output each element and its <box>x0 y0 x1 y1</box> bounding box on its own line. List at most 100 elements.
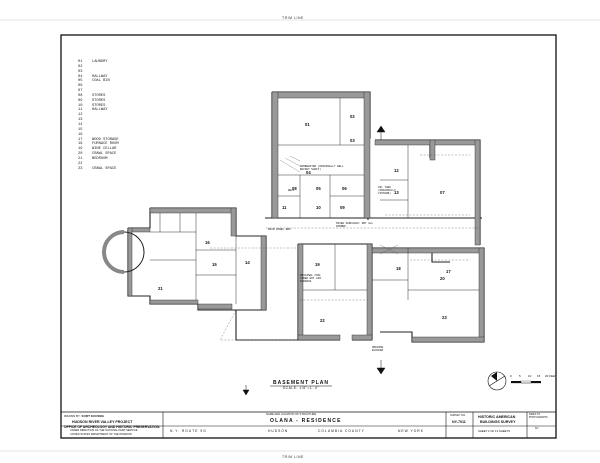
legend-row: 16 <box>78 133 119 138</box>
legend-number: 21 <box>78 156 83 161</box>
legend-number: 20 <box>78 152 83 157</box>
legend-label: WINE CELLAR <box>92 147 117 152</box>
room-number-13: 13 <box>394 190 399 195</box>
room-number-09: 09 <box>340 205 345 210</box>
annotation-oil-tank: OIL TANK (ORIGINALLY CISTERN) <box>378 186 396 195</box>
legend-number: 13 <box>78 118 83 123</box>
legend-number: 18 <box>78 142 83 147</box>
legend-label: STORES <box>92 98 106 103</box>
room-number-08: 08 <box>292 186 297 191</box>
room-number-20: 20 <box>440 276 445 281</box>
survey-no-label: SURVEY NO. <box>450 414 466 417</box>
legend-number: 04 <box>78 74 83 79</box>
room-number-06: 06 <box>342 186 347 191</box>
room-number-23: 23 <box>442 315 447 320</box>
room-number-04: 04 <box>306 170 311 175</box>
legend-row: 12 <box>78 113 119 118</box>
legend-row: 05 COAL BIN <box>78 79 119 84</box>
bar-scale <box>511 380 541 384</box>
location-road: N.Y. ROUTE 9G <box>170 429 207 433</box>
room-number-10: 10 <box>316 205 321 210</box>
project-line-1: HUDSON RIVER VALLEY PROJECT <box>72 420 133 424</box>
index-line-2: NY <box>535 427 539 430</box>
room-number-12: 12 <box>394 168 399 173</box>
location-state: NEW YORK <box>398 429 424 433</box>
survey-no: NY-7011 <box>452 420 466 424</box>
project-line-3: UNDER DIRECTION OF THE NATIONAL PARK SER… <box>70 429 138 432</box>
legend-label: HALLWAY <box>92 74 108 79</box>
room-number-01: 01 <box>305 122 310 127</box>
legend-row: 21 BEDROOM <box>78 157 119 162</box>
bar-scale-label-15: 15 <box>537 374 541 378</box>
legend-number: 16 <box>78 132 83 137</box>
drawn-by-caption: DRAWN BY: <box>64 414 81 418</box>
room-number-15: 15 <box>212 262 217 267</box>
room-number-05: 05 <box>316 186 321 191</box>
legend-label: CRAWL SPACE <box>92 152 117 157</box>
project-line-4: UNITED STATES DEPARTMENT OF THE INTERIOR <box>70 432 132 436</box>
annotation-well: WELL <box>288 189 295 192</box>
drawn-by-name: KURT KUCSMA <box>81 414 104 418</box>
legend-label: STORES <box>92 103 106 108</box>
legend-row: 20 CRAWL SPACE <box>78 152 119 157</box>
room-number-11: 11 <box>282 205 287 210</box>
project-line-2: OFFICE OF ARCHEOLOGY AND HISTORIC PRESER… <box>64 424 160 429</box>
room-number-17: 17 <box>446 269 451 274</box>
location-town: HUDSON <box>268 429 289 433</box>
legend-row: 22 <box>78 162 119 167</box>
legend-number: 05 <box>78 79 83 84</box>
plan-title: BASEMENT PLAN <box>272 380 330 386</box>
legend-label: CRAWL SPACE <box>92 166 117 171</box>
legend-row: 07 <box>78 89 119 94</box>
legend-row: 06 <box>78 84 119 89</box>
legend-row: 14 <box>78 123 119 128</box>
legend-number: 02 <box>78 64 83 69</box>
legend-label: WOOD STORAGE <box>92 137 119 142</box>
legend-number: 07 <box>78 89 83 94</box>
legend-number: 06 <box>78 84 83 89</box>
legend-label: COAL BIN <box>92 79 110 84</box>
legend-label: FURNACE ROOM <box>92 142 119 147</box>
legend-label: BEDROOM <box>92 156 108 161</box>
annotation-coal-furnace: ORIGINAL COAL FIRED HOT AIR FURNACE <box>300 274 321 283</box>
room-number-02: 02 <box>350 114 355 119</box>
legend-row: 09 STORES <box>78 99 119 104</box>
legend-number: 08 <box>78 93 83 98</box>
legend-number: 01 <box>78 60 83 64</box>
legend-row: 03 <box>78 70 119 75</box>
legend-label: STORES <box>92 93 106 98</box>
legend-number: 23 <box>78 166 83 171</box>
annotation-opening-blocked: OPENING BLOCKED <box>372 346 384 352</box>
legend-row: 08 STORES <box>78 94 119 99</box>
room-number-22: 22 <box>320 318 325 323</box>
legend-row: 02 <box>78 65 119 70</box>
room-number-19: 19 <box>315 262 320 267</box>
habs-line-1: HISTORIC AMERICAN <box>478 415 516 419</box>
legend-number: 15 <box>78 127 83 132</box>
annotation-mixed-surfaces: MIXED SURFACES: NOT ALL FORMED <box>336 222 374 228</box>
sheet-number: SHEET 2 OF 13 SHEETS <box>478 429 511 433</box>
legend-row: 15 <box>78 128 119 133</box>
legend-number: 09 <box>78 98 83 103</box>
bar-scale-label-10: 10 <box>528 374 532 378</box>
legend-label: HALLWAY <box>92 108 108 113</box>
legend-number: 14 <box>78 122 83 127</box>
room-number-03: 03 <box>350 138 355 143</box>
trim-line-label-top: TRIM LINE <box>282 16 304 20</box>
legend-row: 18 FURNACE ROOM <box>78 142 119 147</box>
room-number-07: 07 <box>440 190 445 195</box>
structure-heading: NAME AND LOCATION OF STRUCTURE <box>266 413 317 416</box>
plan-scale: SCALE: 1/8"=1'-0" <box>282 386 320 390</box>
north-arrow-icon <box>487 371 507 391</box>
annotation-main-panel: MAIN PANEL BOX <box>268 228 291 231</box>
annotation-dumbwaiter: DUMBWAITER (ORIGINALLY WELL BUCKET SHAFT… <box>300 165 344 171</box>
legend-number: 22 <box>78 161 83 166</box>
room-number-14: 14 <box>245 260 250 265</box>
room-number-16: 16 <box>205 240 210 245</box>
